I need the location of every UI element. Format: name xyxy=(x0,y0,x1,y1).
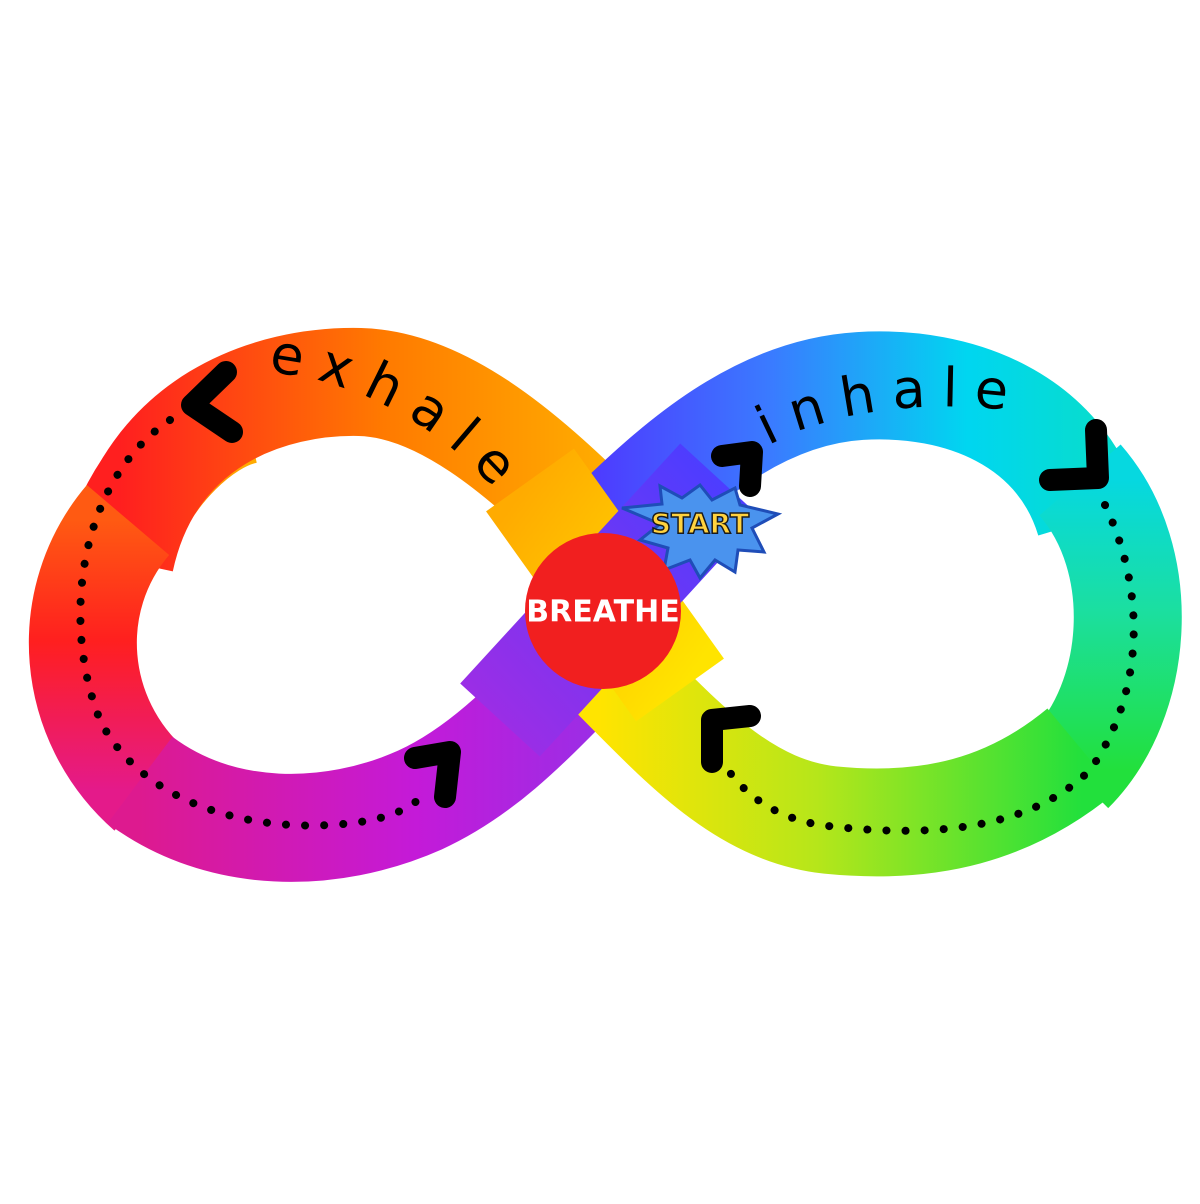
chevron-arrow-icon-exhale xyxy=(181,361,243,443)
chevron-arrow-icon-inhale xyxy=(711,441,763,497)
band-right-side xyxy=(1030,444,1182,809)
chevron-arrow-icon-right-top xyxy=(1039,419,1109,491)
chevron-arrow-icon-left-bottom xyxy=(404,741,461,808)
start-badge-label: START xyxy=(651,507,749,540)
center-circle xyxy=(525,533,681,689)
star-burst-icon xyxy=(621,482,783,581)
band-right-bottom xyxy=(561,621,1117,877)
band-left-top-arc xyxy=(67,327,639,574)
breathe-center: BREATHE xyxy=(525,533,681,689)
start-badge: START xyxy=(621,482,783,581)
breathe-label: BREATHE xyxy=(526,595,679,630)
dotted-path-left xyxy=(76,416,432,830)
chevron-arrow-icon-right-bottom xyxy=(701,705,761,773)
